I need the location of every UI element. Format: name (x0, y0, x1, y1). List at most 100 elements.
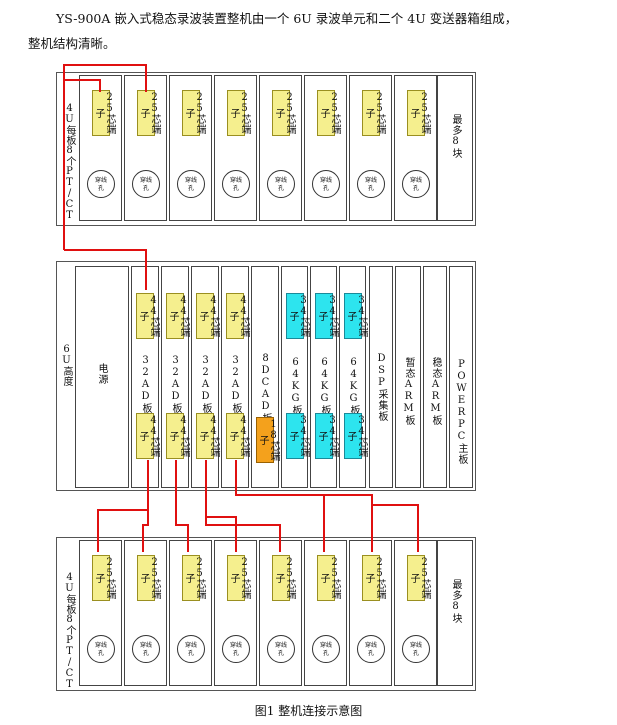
wire-bot-5 (205, 517, 281, 552)
transient-arm-label: 暂态ARM板 (403, 357, 414, 426)
ad-label: 32AD板 (230, 355, 241, 414)
kg-top-terminal: 34芯端子 (315, 293, 338, 339)
mid-box-side-label: 6U高度 (61, 344, 72, 386)
bottom-board-card: 25芯端子穿线孔 (304, 540, 347, 686)
powerpc-label: POWERPC主板 (456, 359, 467, 465)
hole-label: 孔 (367, 650, 374, 657)
hole-label: 孔 (277, 185, 284, 192)
bottom-board-card: 25芯端子穿线孔 (79, 540, 122, 686)
top-board-card: 25芯端子穿线孔 (259, 75, 302, 221)
top-board-wire-hole: 穿线孔 (222, 170, 250, 198)
intro-line-2: 整机结构清晰。 (28, 36, 116, 51)
ad-top-terminal: 44芯端子 (226, 293, 249, 339)
top-board-wire-hole: 穿线孔 (177, 170, 205, 198)
hole-label: 穿线 (139, 642, 152, 649)
top-board-wire-hole: 穿线孔 (357, 170, 385, 198)
dsp-card: DSP采集板 (369, 266, 393, 488)
bottom-board-card: 25芯端子穿线孔 (124, 540, 167, 686)
bottom-board-wire-hole: 穿线孔 (87, 635, 115, 663)
top-board-terminal: 25芯端子 (362, 90, 385, 136)
top-board-card: 25芯端子穿线孔 (394, 75, 437, 221)
top-box-right-panel: 最多8块 (437, 75, 473, 221)
top-board-wire-hole: 穿线孔 (402, 170, 430, 198)
kg-bottom-terminal: 34芯端子 (286, 413, 309, 459)
powerpc-card: POWERPC主板 (449, 266, 473, 488)
hole-label: 孔 (367, 185, 374, 192)
wire-bot-7 (236, 494, 373, 552)
ad-label: 32AD板 (200, 355, 211, 414)
top-board-terminal: 25芯端子 (272, 90, 295, 136)
wire-top-1 (63, 64, 147, 250)
hole-label: 孔 (232, 185, 239, 192)
ad-bottom-terminal: 44芯端子 (196, 413, 219, 459)
top-board-wire-hole: 穿线孔 (312, 170, 340, 198)
hole-label: 孔 (97, 650, 104, 657)
top-box-side-label: 4U每板8个PT/CT (64, 103, 75, 221)
bottom-board-wire-hole: 穿线孔 (177, 635, 205, 663)
ad-label: 32AD板 (170, 355, 181, 414)
power-card: 电源 (75, 266, 129, 488)
kg-label: 64KG板 (290, 357, 301, 416)
top-board-terminal: 25芯端子 (137, 90, 160, 136)
bottom-board-terminal: 25芯端子 (182, 555, 205, 601)
wire-bot-8 (371, 495, 419, 552)
hole-label: 穿线 (274, 642, 287, 649)
ad-top-terminal: 44芯端子 (196, 293, 219, 339)
hole-label: 孔 (322, 650, 329, 657)
hole-label: 穿线 (94, 177, 107, 184)
hole-label: 穿线 (409, 642, 422, 649)
kg-bottom-terminal: 34芯端子 (315, 413, 338, 459)
hole-label: 穿线 (229, 642, 242, 649)
ad-label: 32AD板 (140, 355, 151, 414)
wire-top-3 (64, 79, 101, 92)
bottom-box-right-label: 最多8块 (450, 579, 461, 624)
ad-bottom-terminal: 44芯端子 (226, 413, 249, 459)
hole-label: 穿线 (274, 177, 287, 184)
ad-top-terminal: 44芯端子 (136, 293, 159, 339)
hole-label: 孔 (277, 650, 284, 657)
bottom-board-wire-hole: 穿线孔 (312, 635, 340, 663)
top-board-card: 25芯端子穿线孔 (349, 75, 392, 221)
bottom-board-terminal: 25芯端子 (137, 555, 160, 601)
hole-label: 孔 (187, 650, 194, 657)
dsp-label: DSP采集板 (376, 353, 387, 422)
hole-label: 穿线 (229, 177, 242, 184)
hole-label: 穿线 (409, 177, 422, 184)
hole-label: 穿线 (364, 642, 377, 649)
dc-ad-card: 8DCAD板 18芯端子 (251, 266, 279, 488)
top-board-card: 25芯端子穿线孔 (304, 75, 347, 221)
bottom-board-card: 25芯端子穿线孔 (349, 540, 392, 686)
hole-label: 孔 (142, 650, 149, 657)
kg-top-terminal: 34芯端子 (344, 293, 367, 339)
top-board-terminal: 25芯端子 (407, 90, 430, 136)
wire-bot-4 (205, 460, 237, 552)
hole-label: 穿线 (139, 177, 152, 184)
hole-label: 孔 (142, 185, 149, 192)
bottom-box-side-label: 4U每板8个PT/CT (64, 572, 75, 690)
dc-terminal: 18芯端子 (256, 417, 279, 463)
hole-label: 孔 (187, 185, 194, 192)
intro-line-1: YS-900A 嵌入式稳态录波装置整机由一个 6U 录波单元和二个 4U 变送器… (56, 11, 518, 26)
bottom-board-terminal: 25芯端子 (317, 555, 340, 601)
bottom-board-wire-hole: 穿线孔 (402, 635, 430, 663)
hole-label: 孔 (97, 185, 104, 192)
top-board-wire-hole: 穿线孔 (87, 170, 115, 198)
bottom-board-card: 25芯端子穿线孔 (169, 540, 212, 686)
hole-label: 穿线 (364, 177, 377, 184)
dc-ad-label: 8DCAD板 (260, 353, 271, 424)
wire-bot-1 (97, 460, 149, 552)
bottom-board-terminal: 25芯端子 (227, 555, 250, 601)
kg-label: 64KG板 (319, 357, 330, 416)
transient-arm-card: 暂态ARM板 (395, 266, 421, 488)
power-label: 电源 (96, 363, 107, 385)
bottom-board-terminal: 25芯端子 (362, 555, 385, 601)
intro-paragraph: YS-900A 嵌入式稳态录波装置整机由一个 6U 录波单元和二个 4U 变送器… (28, 6, 608, 56)
top-board-card: 25芯端子穿线孔 (169, 75, 212, 221)
